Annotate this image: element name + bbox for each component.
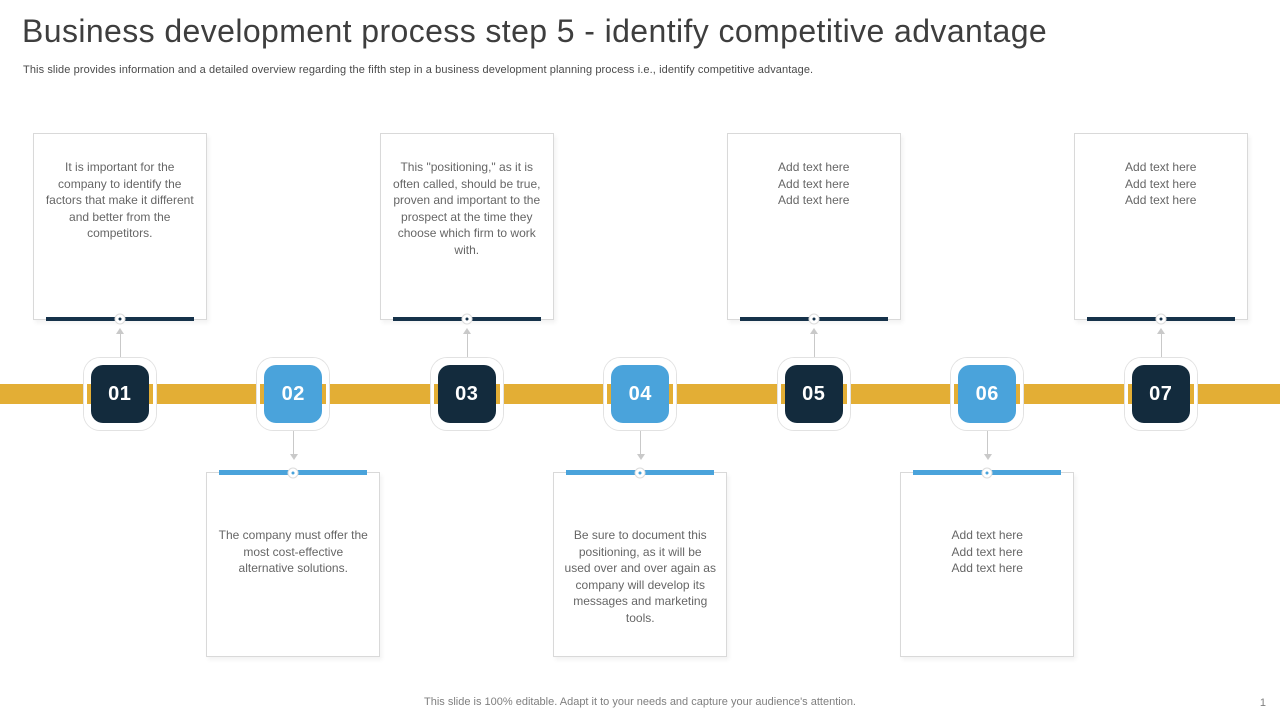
arrowhead-icon (289, 454, 298, 460)
step-text-card[interactable]: Add text here Add text here Add text her… (900, 468, 1075, 657)
step-text: It is important for the company to ident… (45, 160, 194, 240)
step-text-card[interactable]: Add text here Add text here Add text her… (726, 133, 901, 324)
step-number: 04 (611, 365, 670, 423)
step-text: The company must offer the most cost-eff… (218, 528, 368, 575)
arrowhead-icon (463, 328, 472, 334)
step-number: 06 (958, 365, 1017, 423)
step-text-card[interactable]: The company must offer the most cost-eff… (206, 468, 381, 657)
arrowhead-icon (810, 328, 819, 334)
step-number-badge[interactable]: 04 (604, 358, 677, 430)
process-step: Be sure to document this positioning, as… (553, 0, 728, 720)
arrowhead-icon (1157, 328, 1166, 334)
step-text: Be sure to document this positioning, as… (564, 528, 716, 625)
process-step: The company must offer the most cost-eff… (206, 0, 381, 720)
arrowhead-icon (983, 454, 992, 460)
page-number: 1 (1259, 697, 1266, 709)
step-number-badge[interactable]: 06 (951, 358, 1024, 430)
connector-arrow-icon (1157, 328, 1166, 358)
step-text: Add text here Add text here Add text her… (951, 528, 1023, 575)
arrowhead-icon (636, 454, 645, 460)
accent-dot (635, 468, 645, 477)
step-text: Add text here Add text here Add text her… (1125, 160, 1197, 207)
step-number: 03 (437, 365, 496, 423)
step-text-card[interactable]: It is important for the company to ident… (32, 133, 207, 324)
connector-arrow-icon (289, 430, 298, 460)
accent-dot (1156, 314, 1166, 324)
accent-dot (809, 314, 819, 324)
accent-line (45, 314, 194, 324)
accent-line (913, 468, 1062, 477)
accent-line (739, 314, 888, 324)
process-step: It is important for the company to ident… (32, 0, 207, 720)
step-text-card[interactable]: Be sure to document this positioning, as… (553, 468, 728, 657)
connector-arrow-icon (636, 430, 645, 460)
process-step: This "positioning," as it is often calle… (379, 0, 554, 720)
process-step: Add text here Add text here Add text her… (900, 0, 1075, 720)
accent-dot (288, 468, 298, 477)
accent-dot (982, 468, 992, 477)
step-number-badge[interactable]: 02 (257, 358, 330, 430)
step-number: 07 (1131, 365, 1190, 423)
page-title: Business development process step 5 - id… (22, 13, 1048, 49)
step-number: 02 (264, 365, 323, 423)
step-text: Add text here Add text here Add text her… (778, 160, 850, 207)
process-step: Add text here Add text here Add text her… (1073, 0, 1248, 720)
step-text-card[interactable]: This "positioning," as it is often calle… (379, 133, 554, 324)
accent-line (566, 468, 715, 477)
step-number-badge[interactable]: 01 (83, 358, 156, 430)
connector-arrow-icon (810, 328, 819, 358)
step-number: 01 (90, 365, 149, 423)
arrowhead-icon (116, 328, 125, 334)
connector-arrow-icon (463, 328, 472, 358)
connector-arrow-icon (983, 430, 992, 460)
accent-dot (115, 314, 125, 324)
slide-footer-note: This slide is 100% editable. Adapt it to… (424, 696, 856, 708)
step-number-badge[interactable]: 07 (1124, 358, 1197, 430)
step-number-badge[interactable]: 05 (777, 358, 850, 430)
process-step: Add text here Add text here Add text her… (726, 0, 901, 720)
step-text: This "positioning," as it is often calle… (393, 160, 541, 257)
connector-arrow-icon (116, 328, 125, 358)
accent-line (1086, 314, 1235, 324)
accent-line (219, 468, 368, 477)
accent-line (392, 314, 541, 324)
accent-dot (462, 314, 472, 324)
step-number-badge[interactable]: 03 (430, 358, 503, 430)
slide-subtitle: This slide provides information and a de… (23, 64, 814, 76)
step-number: 05 (784, 365, 843, 423)
step-text-card[interactable]: Add text here Add text here Add text her… (1073, 133, 1248, 324)
